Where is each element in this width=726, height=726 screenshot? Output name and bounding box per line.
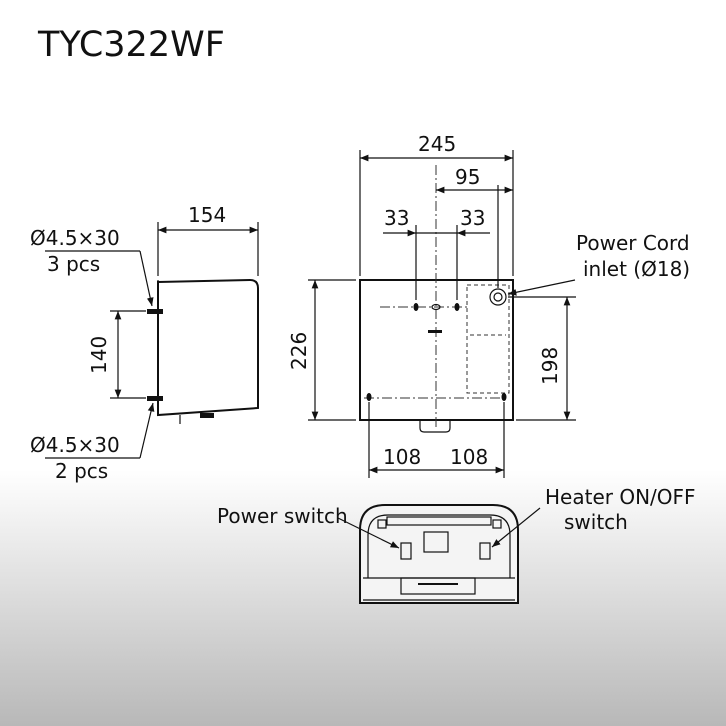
side-width-dim: 154: [188, 203, 226, 227]
right-hole-dim: 33: [460, 206, 485, 230]
side-view: 154 140 Ø4.5×30 3 pcs Ø4.5×30 2 pcs: [30, 203, 259, 483]
height-dim: 226: [287, 332, 311, 370]
overall-width-dim: 245: [418, 132, 456, 156]
heater-switch-icon: [479, 542, 491, 560]
left-hole-dim: 33: [384, 206, 409, 230]
screw-bottom: [147, 396, 163, 401]
top-screw-qty: 3 pcs: [47, 252, 100, 276]
model-title: TYC322WF: [37, 25, 225, 65]
heater-switch-label: Heater ON/OFF: [545, 485, 696, 509]
bottom-screw-qty: 2 pcs: [55, 459, 108, 483]
screw-spacing-dim: 140: [87, 336, 111, 374]
front-view: 245 95 33 33 226 198 108 108 Power Cord …: [287, 132, 690, 478]
inlet-height-dim: 198: [538, 347, 562, 385]
screw-top: [147, 309, 163, 314]
heater-switch-label-2: switch: [564, 510, 628, 534]
bottom-screw-spec: Ø4.5×30: [30, 433, 120, 457]
power-cord-inlet-label: inlet (Ø18): [583, 257, 690, 281]
inlet-offset-dim: 95: [455, 165, 480, 189]
bottom-view: Power switch Heater ON/OFF switch: [217, 485, 696, 604]
top-screw-spec: Ø4.5×30: [30, 226, 120, 250]
bottom-left-dim: 108: [383, 445, 421, 469]
bottom-right-dim: 108: [450, 445, 488, 469]
power-switch-icon: [400, 542, 412, 560]
power-cord-label: Power Cord: [576, 231, 690, 255]
power-switch-label: Power switch: [217, 504, 348, 528]
